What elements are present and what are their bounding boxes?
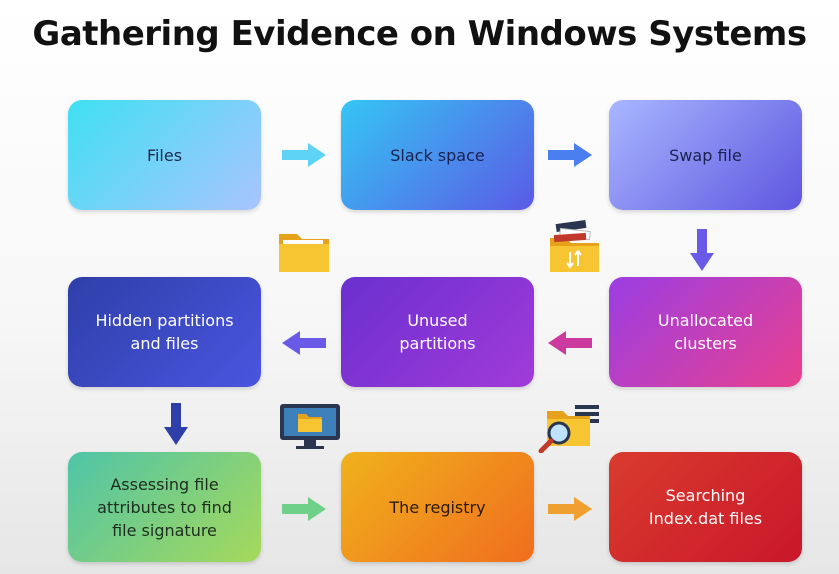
box-label: Slack space xyxy=(390,145,485,165)
box-label: Unused partitions xyxy=(399,311,476,353)
arrow-left-icon xyxy=(548,331,592,355)
box-unallocated-clusters: Unallocated clusters xyxy=(609,277,802,387)
arrow-left-icon xyxy=(282,331,326,355)
box-label: Searching Index.dat files xyxy=(648,486,763,528)
box-label: Files xyxy=(146,145,183,165)
box-searching-index-dat: Searching Index.dat files xyxy=(609,452,802,562)
arrow-down-icon xyxy=(164,403,188,445)
box-files: Files xyxy=(68,100,261,210)
box-the-registry: The registry xyxy=(341,452,534,562)
box-label: Assessing file attributes to find file s… xyxy=(97,474,232,540)
arrow-right-icon xyxy=(282,497,326,521)
box-hidden-partitions: Hidden partitions and files xyxy=(68,277,261,387)
arrow-down-icon xyxy=(690,229,714,271)
box-label: Swap file xyxy=(669,145,742,165)
box-unused-partitions: Unused partitions xyxy=(341,277,534,387)
arrow-right-icon xyxy=(282,143,326,167)
box-assessing-file-attributes: Assessing file attributes to find file s… xyxy=(68,452,261,562)
box-label: Unallocated clusters xyxy=(657,311,754,353)
diagram-title: Gathering Evidence on Windows Systems xyxy=(32,14,807,54)
arrow-right-icon xyxy=(548,497,592,521)
folder-icon xyxy=(279,234,329,272)
monitor-folder-icon xyxy=(280,404,340,449)
arrow-right-icon xyxy=(548,143,592,167)
folder-search-icon xyxy=(538,405,599,453)
box-swap-file: Swap file xyxy=(609,100,802,210)
box-label: The registry xyxy=(389,497,486,517)
folder-files-icon xyxy=(550,219,599,272)
box-label: Hidden partitions and files xyxy=(95,311,234,353)
box-slack-space: Slack space xyxy=(341,100,534,210)
